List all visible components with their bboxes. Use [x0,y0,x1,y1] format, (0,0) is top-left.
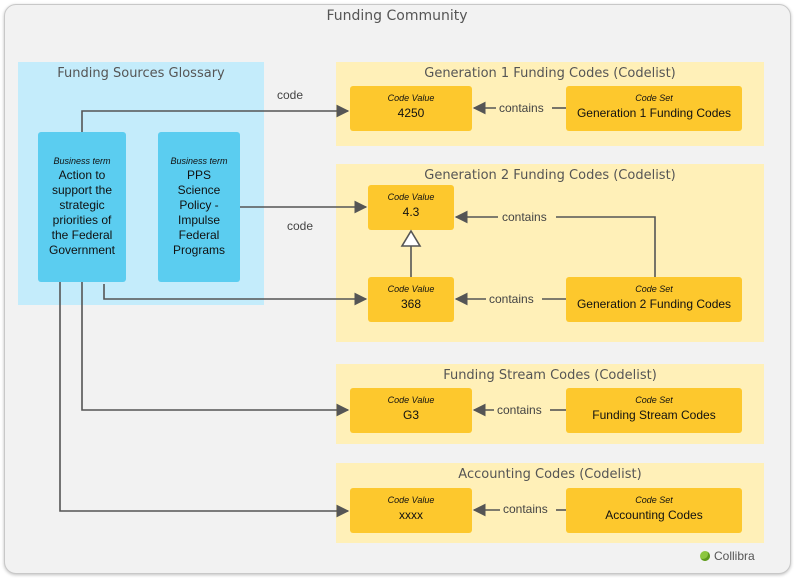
code-set-generation-2[interactable]: Code Set Generation 2 Funding Codes [566,277,742,322]
asset-name: Accounting Codes [605,508,703,522]
community-title: Funding Community [326,8,468,24]
edge-label-code: code [277,88,304,102]
asset-type-label: Code Value [387,93,435,103]
asset-type-label: Code Set [635,395,673,405]
edge-label-code: code [287,219,314,233]
glossary-title: Funding Sources Glossary [57,66,225,81]
collibra-logo-text: Collibra [714,549,755,563]
codelist-title: Accounting Codes (Codelist) [458,467,642,482]
code-edge-xxxx [59,282,350,518]
asset-type-label: Business term [170,156,228,166]
code-edge-4250 [81,104,350,132]
asset-name: G3 [402,408,419,422]
code-set-generation-1[interactable]: Code Set Generation 1 Funding Codes [566,86,742,131]
asset-type-label: Business term [53,156,111,166]
collibra-logo-icon [700,551,710,561]
asset-type-label: Code Value [387,495,435,505]
asset-type-label: Code Set [635,284,673,294]
codelist-title: Generation 1 Funding Codes (Codelist) [424,66,676,81]
edge-label-contains: contains [497,403,542,417]
contains-edge-4-3 [556,216,656,277]
edge-label-contains: contains [503,502,548,516]
edge-label-contains: contains [502,210,547,224]
asset-type-label: Code Value [387,192,435,202]
edge-label-contains: contains [489,292,534,306]
code-value-4250[interactable]: Code Value 4250 [350,86,472,131]
code-value-4-3[interactable]: Code Value 4.3 [368,185,454,230]
asset-name: Generation 2 Funding Codes [576,297,732,311]
edge-label-contains: contains [499,101,544,115]
asset-name: Generation 1 Funding Codes [576,106,732,120]
code-set-funding-stream[interactable]: Code Set Funding Stream Codes [566,388,742,433]
asset-name: 4250 [397,106,425,120]
code-value-xxxx[interactable]: Code Value xxxx [350,488,472,533]
business-term-action-federal[interactable]: Business term Action to support the stra… [38,132,126,282]
asset-type-label: Code Value [387,284,435,294]
asset-name: Action to support the strategic prioriti… [48,168,116,257]
codelist-title: Generation 2 Funding Codes (Codelist) [424,168,676,183]
asset-name: 368 [400,297,422,311]
code-value-g3[interactable]: Code Value G3 [350,388,472,433]
code-edge-368 [103,284,368,306]
asset-type-label: Code Set [635,93,673,103]
code-set-accounting[interactable]: Code Set Accounting Codes [566,488,742,533]
asset-type-label: Code Set [635,495,673,505]
asset-name: Funding Stream Codes [592,408,716,422]
generalization-triangle [400,229,422,247]
asset-name: 4.3 [402,205,420,219]
code-edge-g3 [81,282,350,417]
asset-name: PPS Science Policy - Impulse Federal Pro… [172,168,225,257]
asset-name: xxxx [399,508,423,522]
codelist-title: Funding Stream Codes (Codelist) [443,368,657,383]
code-value-368[interactable]: Code Value 368 [368,277,454,322]
collibra-logo: Collibra [700,548,755,564]
asset-type-label: Code Value [387,395,435,405]
business-term-pps-science[interactable]: Business term PPS Science Policy - Impul… [158,132,240,282]
